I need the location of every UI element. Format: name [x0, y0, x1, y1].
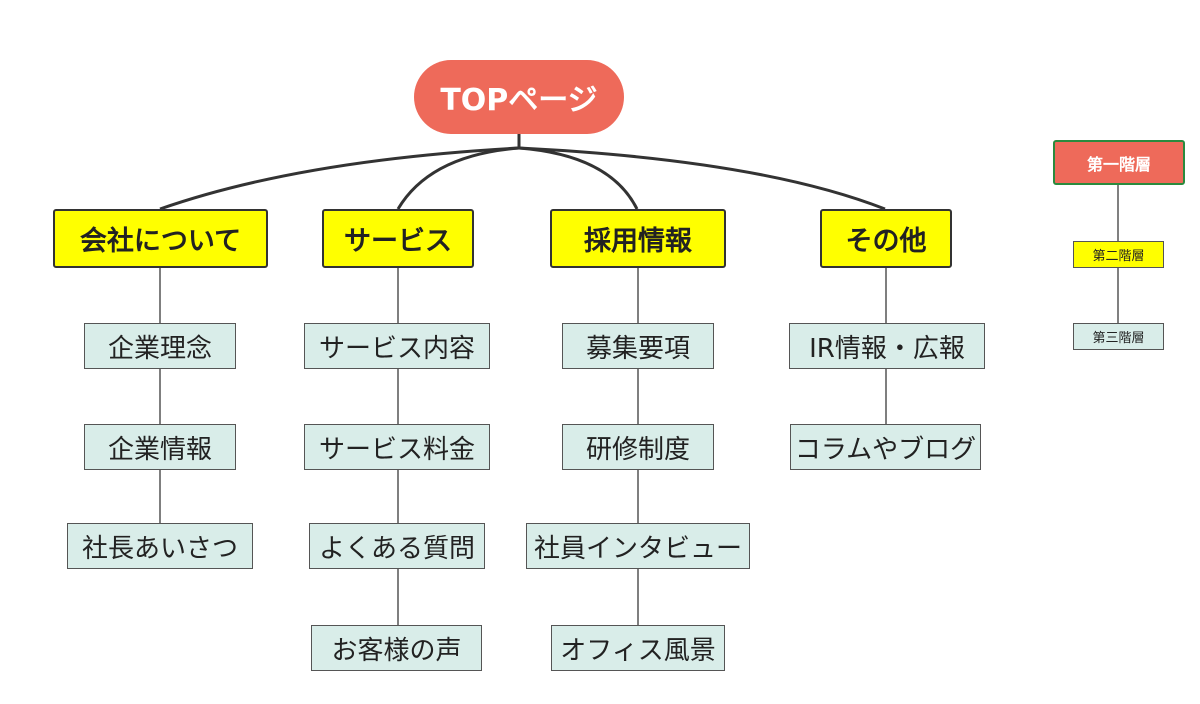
top-page-node: TOPページ [414, 60, 624, 134]
page-node-recruit-1: 募集要項 [562, 323, 714, 369]
page-node-service-2: サービス料金 [304, 424, 490, 470]
legend-level2: 第二階層 [1073, 241, 1164, 268]
page-node-other-2: コラムやブログ [790, 424, 981, 470]
page-node-company-2: 企業情報 [84, 424, 236, 470]
section-node-service: サービス [322, 209, 474, 268]
page-node-company-3: 社長あいさつ [67, 523, 253, 569]
connector-top-to-section-4 [518, 146, 886, 211]
page-node-service-4: お客様の声 [311, 625, 482, 671]
connector-top-to-section-2 [396, 146, 520, 210]
page-node-company-1: 企業理念 [84, 323, 236, 369]
legend-level3: 第三階層 [1073, 323, 1164, 350]
page-node-other-1: IR情報・広報 [789, 323, 985, 369]
page-node-service-1: サービス内容 [304, 323, 490, 369]
connector-top-to-section-3 [518, 146, 639, 210]
section-node-recruit: 採用情報 [550, 209, 726, 268]
legend-level1: 第一階層 [1053, 140, 1185, 185]
section-node-company: 会社について [53, 209, 268, 268]
section-node-other: その他 [820, 209, 952, 268]
page-node-recruit-2: 研修制度 [562, 424, 714, 470]
page-node-recruit-3: 社員インタビュー [526, 523, 750, 569]
page-node-recruit-4: オフィス風景 [551, 625, 725, 671]
page-node-service-3: よくある質問 [309, 523, 485, 569]
connector-top-to-section-1 [159, 146, 520, 211]
